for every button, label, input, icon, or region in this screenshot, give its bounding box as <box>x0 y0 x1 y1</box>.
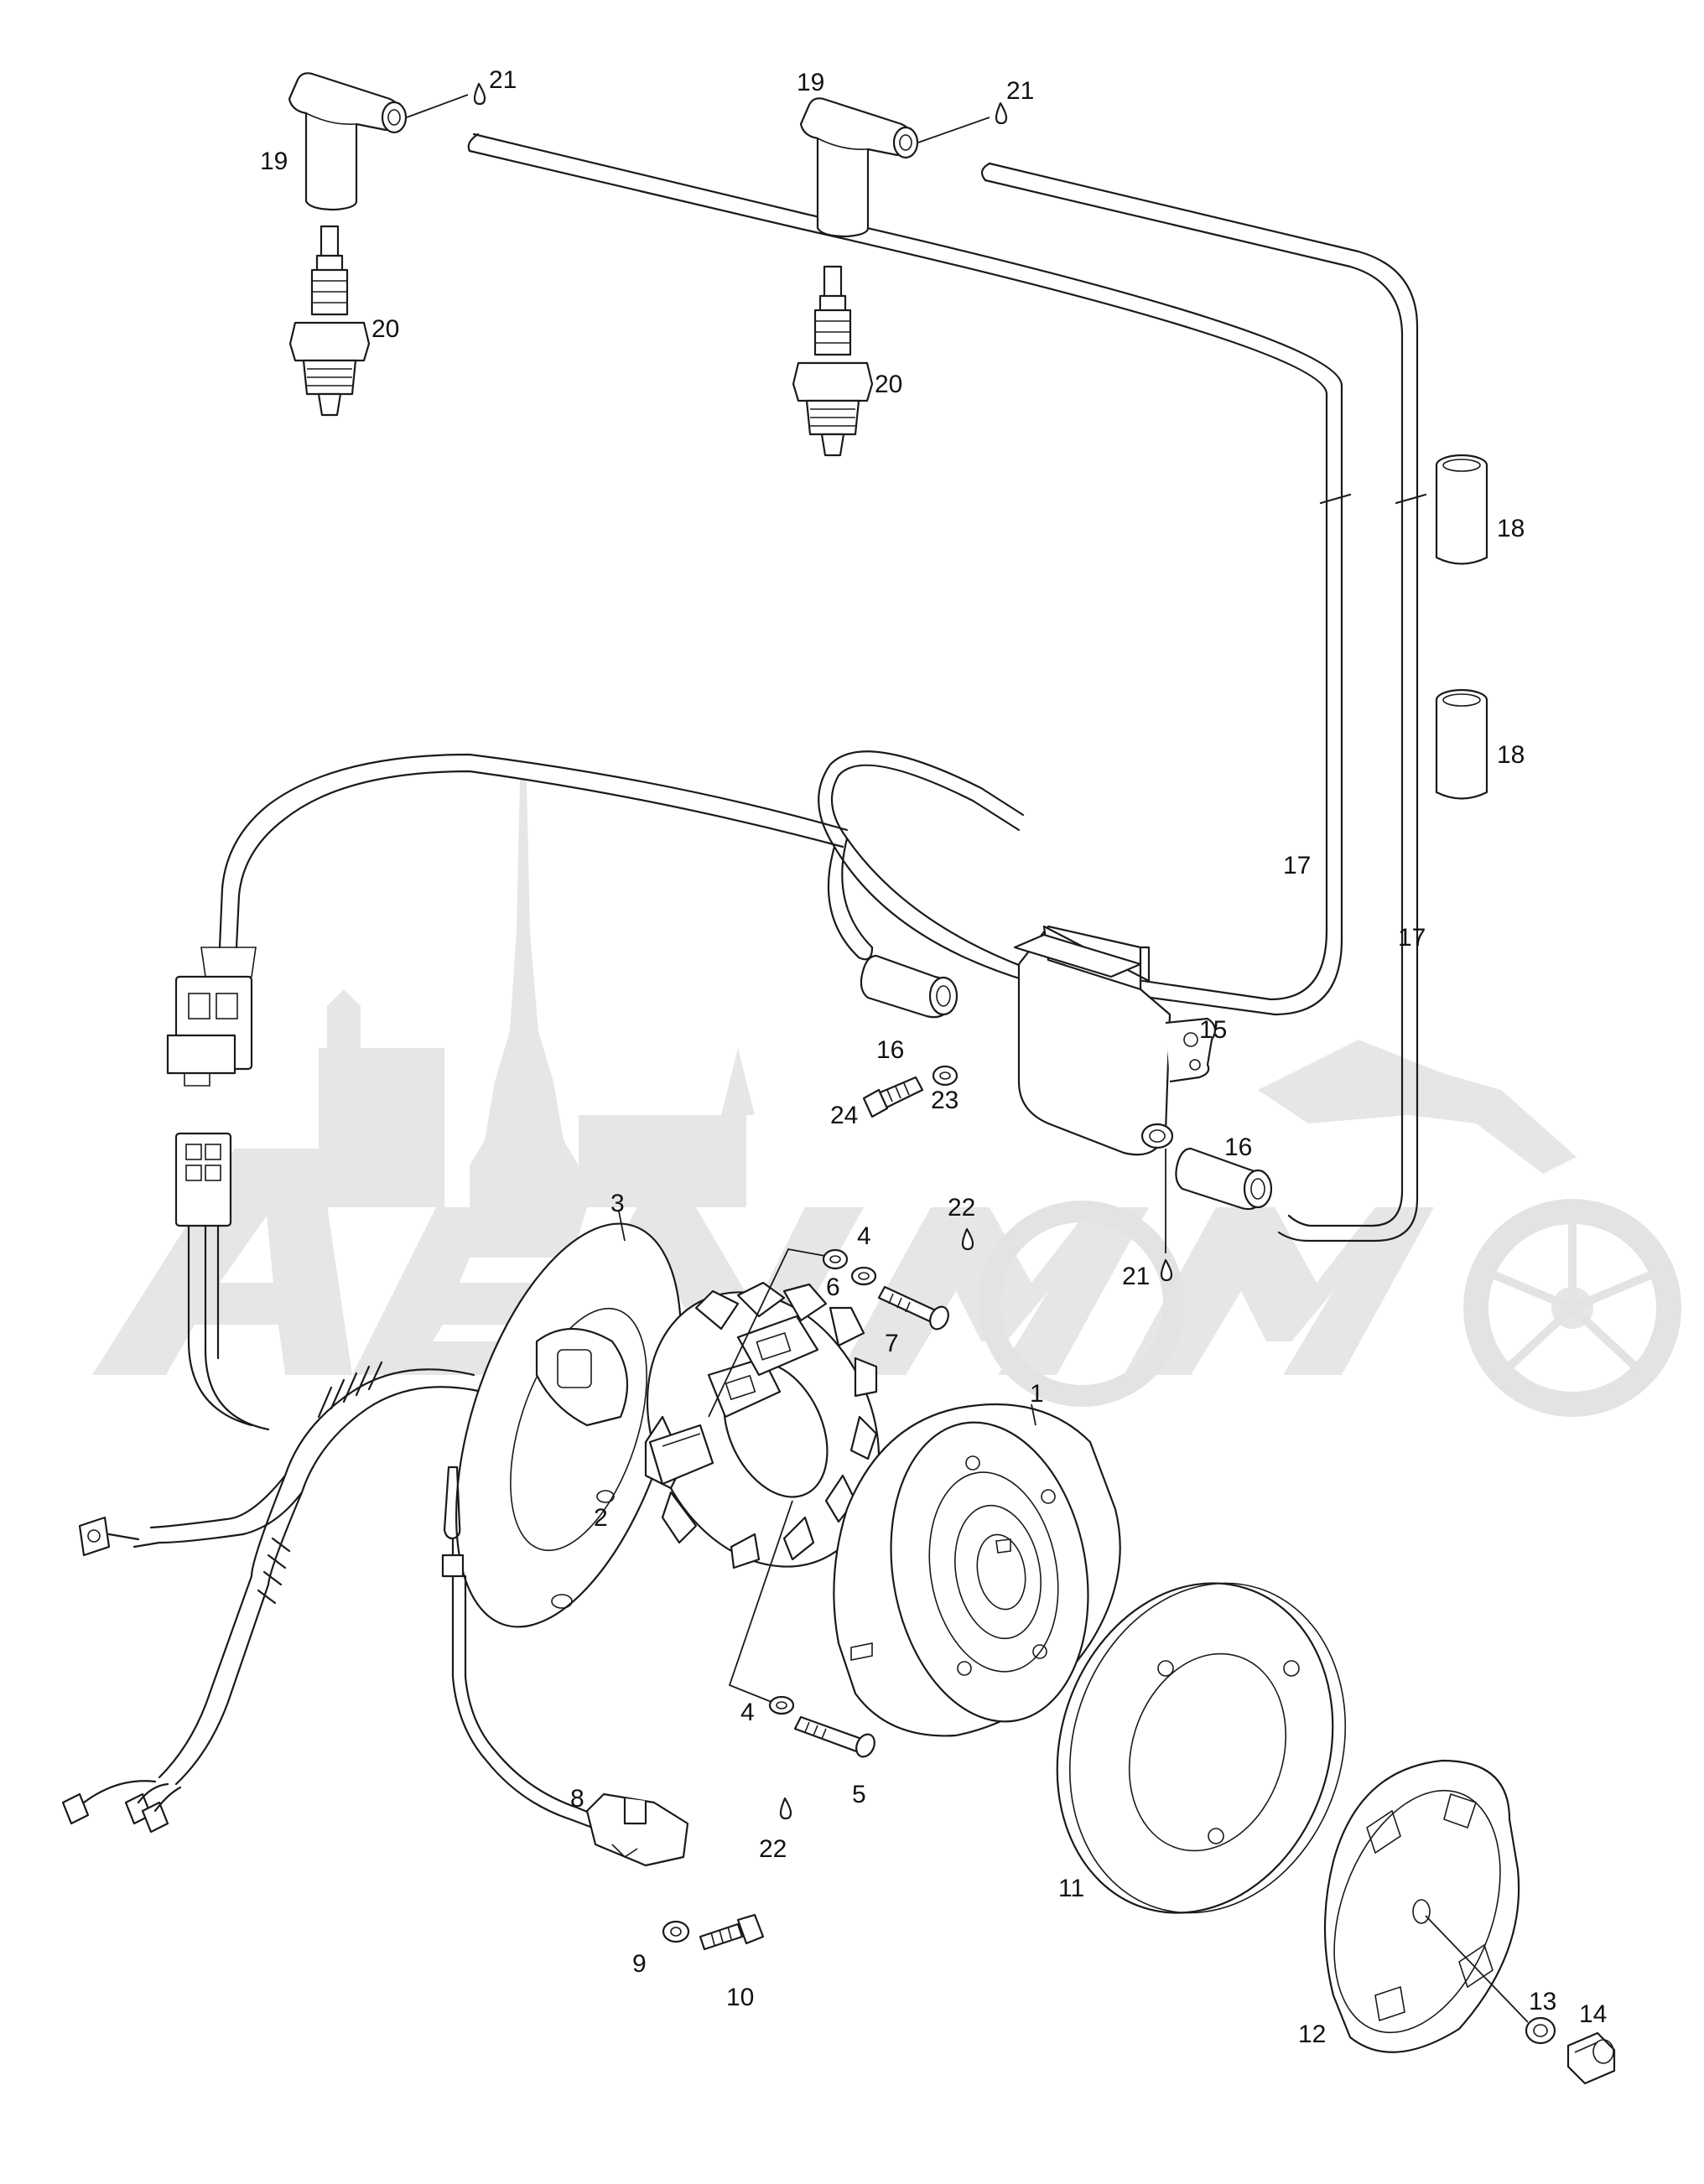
callout-21a: 21 <box>489 66 517 94</box>
callout-20-right: 20 <box>875 371 902 398</box>
callout-12: 12 <box>1298 2021 1326 2048</box>
callout-17-left: 17 <box>1283 852 1311 879</box>
washer-4-upper <box>850 1266 877 1286</box>
ht-connector-16-left <box>860 954 958 1019</box>
callout-14: 14 <box>1579 2000 1607 2028</box>
callout-11: 11 <box>1058 1875 1084 1902</box>
ht-lead-17-right <box>980 162 1427 1242</box>
sleeve-18-lower <box>1435 688 1488 800</box>
callout-6: 6 <box>826 1274 840 1301</box>
washer-4-lower <box>768 1695 795 1715</box>
callout-3: 3 <box>610 1190 625 1217</box>
callout-2: 2 <box>594 1504 608 1532</box>
stator-wiring-harness <box>61 1361 484 1834</box>
callout-21c: 21 <box>1122 1263 1150 1290</box>
ignition-coil-15 <box>1013 925 1217 1156</box>
grease-drop-21c <box>1160 1258 1173 1282</box>
callout-24: 24 <box>830 1102 858 1129</box>
callout-15: 15 <box>1199 1016 1227 1044</box>
stator-2 <box>644 1281 881 1569</box>
spark-plug-20-right <box>792 265 874 457</box>
ht-lead-17-left <box>467 132 1343 1016</box>
flywheel-rotor-1 <box>833 1403 1121 1737</box>
washer-6 <box>822 1248 849 1270</box>
callout-22b: 22 <box>759 1835 787 1863</box>
spark-plug-20-left <box>288 225 371 417</box>
callout-10: 10 <box>726 1984 754 2011</box>
callout-19-right: 19 <box>797 69 824 96</box>
grease-drops <box>473 82 1173 1820</box>
grease-drop-22b <box>779 1797 792 1820</box>
callout-13: 13 <box>1529 1988 1556 2015</box>
pickup-8 <box>585 1792 689 1867</box>
callout-16-right: 16 <box>1224 1134 1252 1161</box>
ht-connector-16-right <box>1175 1147 1273 1211</box>
washer-13 <box>1525 2016 1556 2045</box>
stator-base-plate-3 <box>455 1222 683 1628</box>
grease-drop-22a <box>961 1227 974 1251</box>
fan-cover-11 <box>1056 1582 1347 1914</box>
grease-drop-21b <box>995 101 1008 125</box>
screw-7 <box>877 1285 949 1331</box>
callout-22a: 22 <box>948 1194 975 1222</box>
callout-4-upper: 4 <box>857 1222 871 1250</box>
washer-9 <box>662 1920 690 1943</box>
screw-10 <box>699 1913 765 1951</box>
callout-16-left: 16 <box>876 1036 904 1064</box>
callout-5: 5 <box>852 1781 866 1808</box>
callout-9: 9 <box>632 1950 647 1978</box>
callout-7: 7 <box>885 1330 899 1357</box>
callout-17-right: 17 <box>1398 924 1426 952</box>
washer-23 <box>932 1065 958 1087</box>
callout-4-lower: 4 <box>740 1699 755 1726</box>
spark-plug-cap-19-right <box>799 97 919 238</box>
callout-19-left: 19 <box>260 148 288 175</box>
callout-8: 8 <box>570 1785 584 1813</box>
starter-cup-12 <box>1323 1759 1520 2053</box>
callout-labels: 1 2 3 4 4 5 6 7 8 9 10 11 12 13 14 15 16… <box>260 66 1607 2048</box>
spark-plug-cap-19-left <box>288 72 408 211</box>
callout-20-left: 20 <box>371 315 399 343</box>
harness-connector-lower <box>174 1132 270 1431</box>
harness-lead-upper <box>166 753 849 1087</box>
pickup-lead <box>441 1466 607 1834</box>
callout-23: 23 <box>931 1087 958 1114</box>
screw-24 <box>862 1076 924 1118</box>
leader-lines <box>406 94 1529 2023</box>
grease-drop-21a <box>473 82 486 106</box>
callout-1: 1 <box>1030 1380 1044 1408</box>
sleeve-18-upper <box>1435 454 1488 565</box>
callout-18-upper: 18 <box>1497 515 1525 542</box>
screw-5 <box>793 1715 875 1758</box>
callout-18-lower: 18 <box>1497 741 1525 769</box>
coil-lead-loop <box>818 750 1029 983</box>
callout-21b: 21 <box>1006 77 1034 105</box>
nut-14 <box>1566 2031 1616 2085</box>
